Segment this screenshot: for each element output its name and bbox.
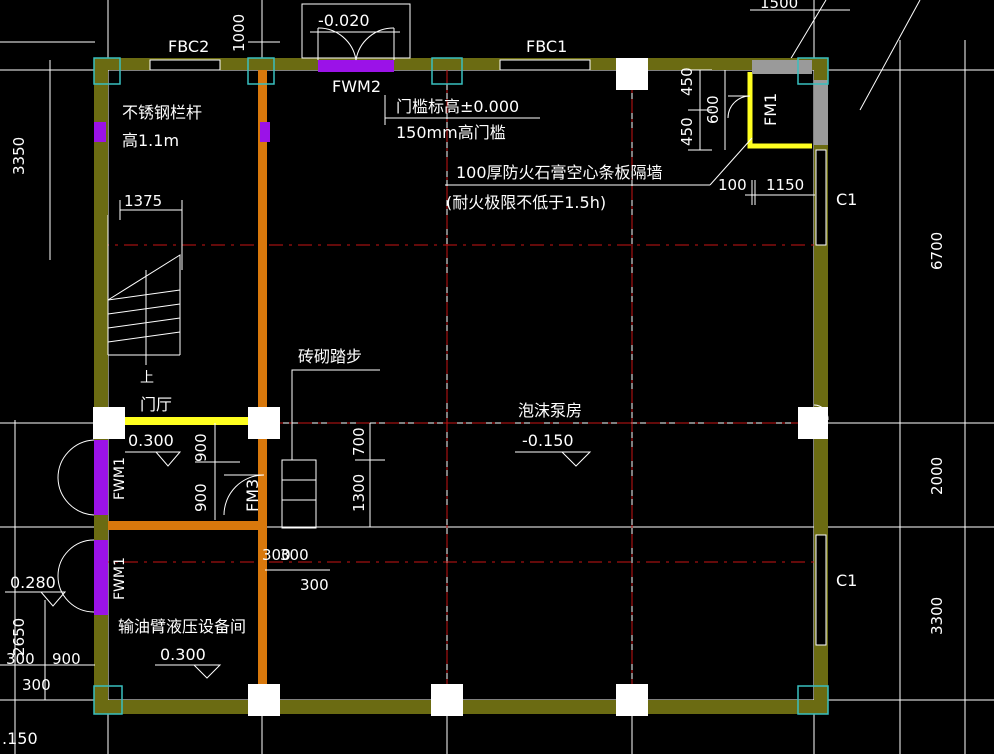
label-bottom-level: .150: [2, 729, 38, 748]
label-c1-bottom: C1: [836, 571, 857, 590]
columns: [93, 58, 828, 716]
fm1-room-wall: [747, 72, 812, 149]
dim-2000: 2000: [928, 457, 946, 495]
interior-wall-orange: [258, 70, 267, 702]
label-left-level: 0.280: [10, 573, 56, 592]
dim-300c: 300: [300, 576, 329, 594]
center-lines: [95, 70, 815, 700]
label-lobby: 门厅: [140, 395, 172, 414]
label-fm1-top: FM1: [761, 93, 780, 126]
dim-3300: 3300: [928, 597, 946, 635]
dim-450b: 450: [678, 117, 696, 146]
column-markers: [93, 57, 829, 715]
dim-1300: 1300: [350, 474, 368, 512]
dim-1000: 1000: [230, 14, 248, 52]
dim-900a: 900: [192, 433, 210, 462]
dim-900b: 900: [192, 483, 210, 512]
dim-900c: 900: [52, 650, 81, 668]
label-hydraulic-level: 0.300: [160, 645, 206, 664]
label-c1-top: C1: [836, 190, 857, 209]
dim-450a: 450: [678, 67, 696, 96]
label-fbc2: FBC2: [168, 37, 209, 56]
dim-6700: 6700: [928, 232, 946, 270]
label-fire-rating: (耐火极限不低于1.5h): [446, 193, 606, 212]
dimension-lines: [0, 0, 815, 700]
label-partition-wall: 100厚防火石膏空心条板隔墙: [456, 163, 663, 182]
windows-top: [149, 59, 591, 71]
dim-1375: 1375: [124, 192, 162, 210]
lobby-wall-yellow: [124, 417, 248, 425]
dim-300e: 300: [22, 676, 51, 694]
door-swings: [57, 3, 829, 613]
label-stair-up: 上: [140, 370, 154, 386]
dim-1150: 1150: [766, 176, 804, 194]
stairs: [107, 210, 183, 365]
dim-300d: 300: [6, 650, 35, 668]
dim-1500: 1500: [760, 0, 798, 12]
label-pump-level: -0.150: [522, 431, 574, 450]
label-fwm1-b: FWM1: [112, 557, 128, 600]
label-pump-room: 泡沫泵房: [518, 401, 582, 420]
dim-3350: 3350: [10, 137, 28, 175]
purple-doors: [94, 60, 394, 615]
windows-right: [815, 149, 827, 646]
label-railing-height: 高1.1m: [122, 131, 179, 150]
label-brick-steps: 砖砌踏步: [298, 347, 362, 366]
label-threshold-height: 150mm高门槛: [396, 123, 506, 142]
dim-300a: 300: [262, 546, 291, 564]
dim-600: 600: [704, 95, 722, 124]
label-railing: 不锈钢栏杆: [122, 103, 202, 122]
label-threshold-level: 门槛标高±0.000: [396, 97, 519, 116]
label-fwm2: FWM2: [332, 77, 381, 96]
label-lobby-level: 0.300: [128, 431, 174, 450]
dim-300b: 300: [280, 546, 309, 564]
label-fbc1: FBC1: [526, 37, 567, 56]
grey-hatch-area: [752, 60, 812, 74]
label-fm3: FM3: [243, 479, 262, 512]
exterior-walls: [94, 58, 828, 714]
dim-700: 700: [350, 427, 368, 456]
label-top-level: -0.020: [318, 11, 370, 30]
interior-wall-horizontal: [108, 521, 258, 530]
brick-steps-outline: [281, 369, 380, 529]
level-markers: [5, 31, 592, 679]
grey-hatch-column: [814, 80, 828, 145]
dim-2650: 2650: [10, 618, 28, 656]
label-hydraulic-room: 输油臂液压设备间: [118, 617, 246, 636]
dim-100: 100: [718, 176, 747, 194]
label-fwm1-a: FWM1: [112, 457, 128, 500]
